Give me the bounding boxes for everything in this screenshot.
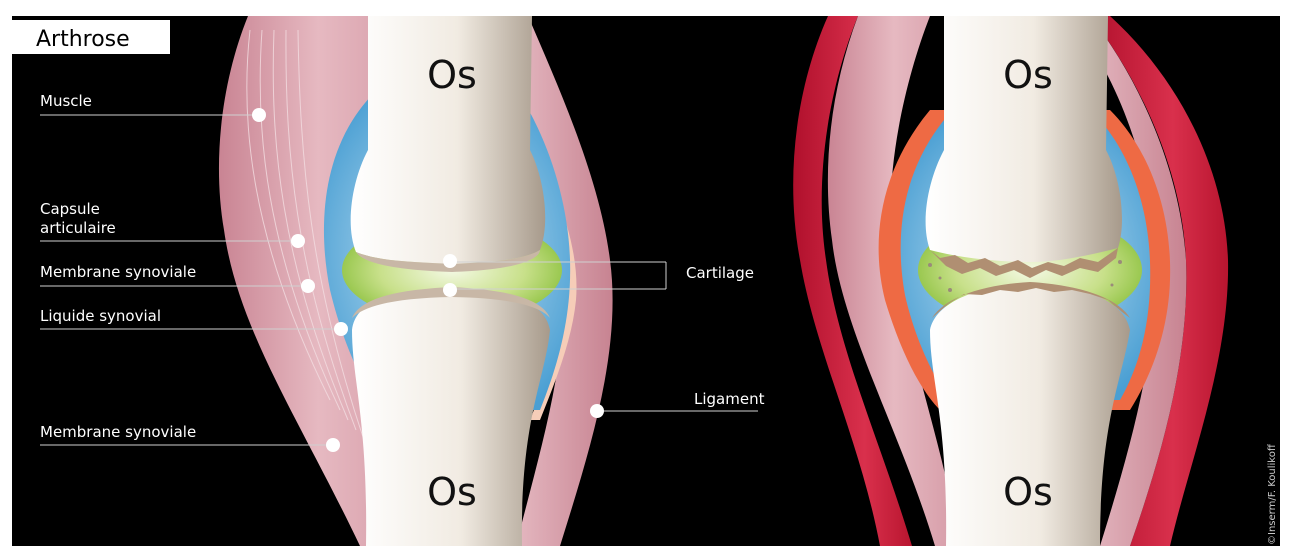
marker-capsule — [291, 234, 305, 248]
title: Arthrose — [36, 27, 130, 52]
bone-label-lower-right: Os — [1003, 470, 1053, 514]
label-capsule-line1: Capsule — [40, 200, 100, 218]
label-membrane-top-text: Membrane synoviale — [40, 263, 196, 281]
label-liquide-text: Liquide synovial — [40, 307, 161, 325]
marker-muscle — [252, 108, 266, 122]
label-membrane-bottom-text: Membrane synoviale — [40, 423, 196, 441]
marker-cartilage-top — [443, 254, 457, 268]
marker-ligament — [590, 404, 604, 418]
marker-membrane-bottom — [326, 438, 340, 452]
bone-label-upper-right: Os — [1003, 53, 1053, 97]
label-muscle-text: Muscle — [40, 92, 92, 110]
bone-label-upper-left: Os — [427, 53, 477, 97]
marker-liquide — [334, 322, 348, 336]
label-ligament-text: Ligament — [694, 390, 765, 408]
marker-cartilage-bottom — [443, 283, 457, 297]
credit: ©Inserm/F. Koulikoff — [1267, 443, 1278, 545]
bone-label-lower-left: Os — [427, 470, 477, 514]
label-capsule-line2: articulaire — [40, 219, 116, 237]
label-cartilage-text: Cartilage — [686, 264, 754, 282]
marker-membrane-top — [301, 279, 315, 293]
